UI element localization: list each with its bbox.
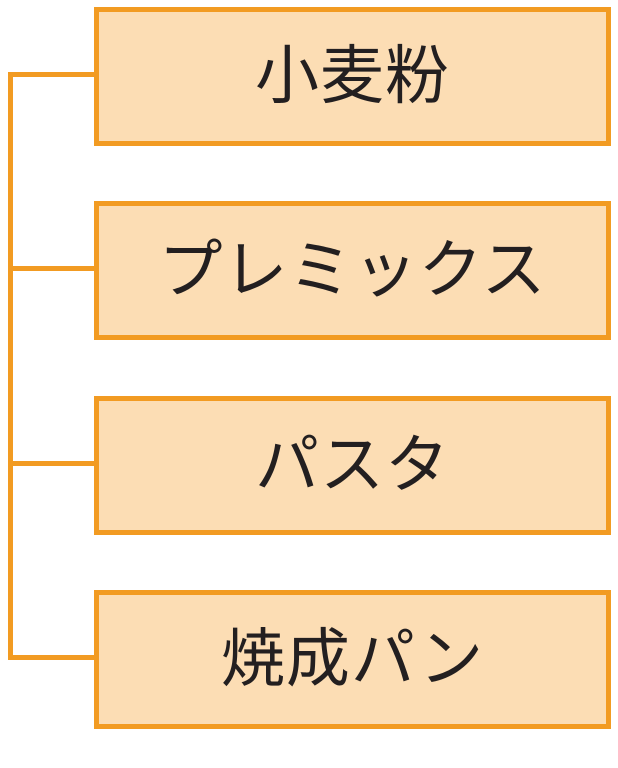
item-label-premix: プレミックス <box>158 233 547 308</box>
branch-connector-4 <box>8 655 98 660</box>
branch-connector-2 <box>8 266 98 271</box>
branch-connector-1 <box>8 72 98 77</box>
item-label-pasta: パスタ <box>255 428 450 503</box>
item-box-baked-bread: 焼成パン <box>94 590 611 729</box>
branch-connector-3 <box>8 461 98 466</box>
item-label-baked-bread: 焼成パン <box>220 622 485 697</box>
vertical-connector-line <box>8 72 13 660</box>
item-box-premix: プレミックス <box>94 201 611 340</box>
item-box-flour: 小麦粉 <box>94 7 611 146</box>
item-box-pasta: パスタ <box>94 396 611 535</box>
item-label-flour: 小麦粉 <box>255 39 450 114</box>
